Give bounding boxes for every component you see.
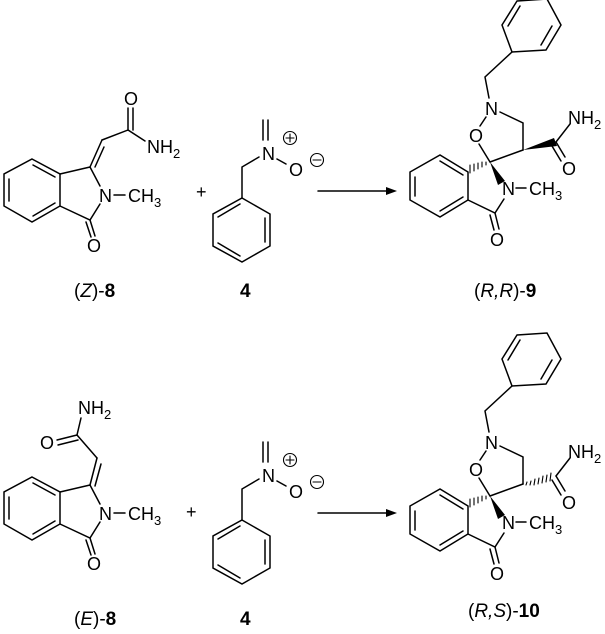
atom-o: O [490, 564, 504, 584]
atom-o: O [87, 554, 101, 574]
atom-n: N [502, 179, 515, 199]
compound-r-s-10: N O NH2 O N CH3 O [409, 332, 601, 584]
compound-label: 4 [240, 281, 251, 302]
atom-ch3: CH3 [529, 179, 562, 203]
compound-r-r-9: N O NH2 O N CH3 O [409, 0, 601, 250]
atom-o: O [289, 160, 303, 180]
atom-ch3: CH3 [128, 504, 161, 528]
compound-label: (Z)-8 [74, 281, 115, 302]
reaction-1: O NH2 N CH3 O (Z)-8 + N O 4 N O NH2 [3, 0, 601, 302]
atom-nh2: NH2 [568, 108, 601, 132]
compound-e-8: O NH2 N CH3 O [3, 398, 161, 574]
atom-o: O [562, 159, 576, 179]
atom-o: O [562, 493, 576, 513]
compound-4: N O [212, 441, 325, 585]
plus-sign: + [196, 182, 207, 202]
reaction-arrow [317, 509, 397, 517]
atom-o: O [469, 126, 483, 146]
atom-n: N [485, 99, 498, 119]
atom-o: O [490, 230, 504, 250]
compound-label: 4 [240, 609, 251, 630]
atom-o: O [40, 433, 54, 453]
atom-nh2: NH2 [568, 442, 601, 466]
compound-z-8: O NH2 N CH3 O [3, 89, 180, 256]
atom-o: O [289, 482, 303, 502]
atom-n: N [262, 466, 275, 486]
reaction-2: O NH2 N CH3 O (E)-8 + N O 4 N O [3, 332, 601, 630]
atom-n: N [502, 513, 515, 533]
atom-nh2: NH2 [147, 137, 180, 161]
atom-o: O [469, 460, 483, 480]
compound-label: (R,S)-10 [468, 601, 540, 622]
atom-ch3: CH3 [128, 186, 161, 210]
atom-o: O [87, 236, 101, 256]
atom-ch3: CH3 [529, 513, 562, 537]
compound-4: N O [212, 119, 325, 263]
compound-label: (E)-8 [74, 609, 116, 630]
reaction-arrow [317, 187, 397, 195]
atom-n: N [262, 144, 275, 164]
atom-o: O [124, 89, 138, 109]
atom-nh2: NH2 [78, 398, 111, 422]
plus-sign: + [186, 502, 197, 522]
compound-label: (R,R)-9 [474, 281, 536, 302]
atom-n: N [99, 186, 112, 206]
atom-n: N [485, 433, 498, 453]
atom-n: N [99, 504, 112, 524]
